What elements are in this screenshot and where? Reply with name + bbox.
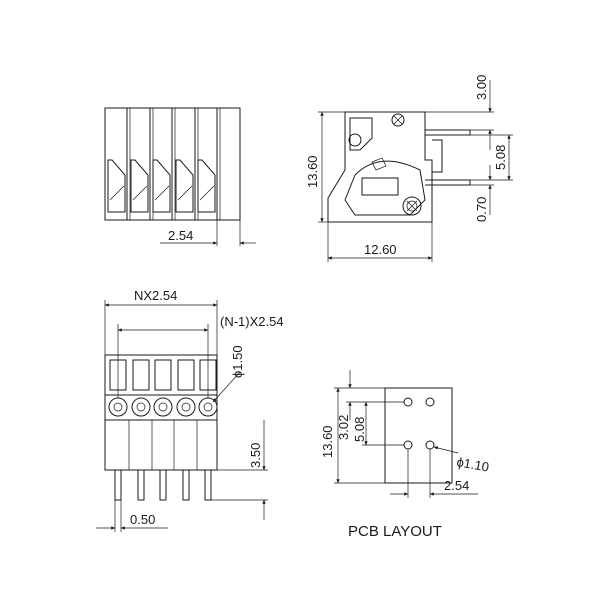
bottom-inner-label: (N-1)X2.54: [220, 314, 284, 329]
bottom-pin-length-dimension: 3.50: [211, 420, 268, 520]
pcb-spacing-label: 5.08: [352, 417, 367, 442]
side-width-label: 12.60: [364, 242, 397, 257]
bottom-pin-length-label: 3.50: [248, 443, 263, 468]
pcb-caption: PCB LAYOUT: [348, 523, 442, 540]
side-lever: [344, 160, 426, 216]
side-top-block: [349, 117, 373, 151]
pcb-outline: [384, 387, 453, 484]
side-spacing-dimension: 5.08: [470, 134, 513, 181]
bottom-holes: [108, 397, 218, 417]
side-body-outline: [327, 111, 433, 223]
side-screw-bottom: [402, 196, 422, 216]
side-wire-entry: [361, 177, 399, 196]
bottom-dividers: [128, 420, 198, 470]
bottom-hole-label: ϕ1.50: [230, 345, 245, 378]
pcb-hole-dimension: ϕ1.10: [433, 446, 490, 475]
bottom-slots: [109, 359, 217, 391]
front-pitch-label: 2.54: [168, 228, 193, 243]
side-view: 13.60 12.60 3.00 5.08 0.70: [305, 75, 513, 262]
bottom-total-dimension: NX2.54: [104, 288, 218, 355]
bottom-total-label: NX2.54: [134, 288, 177, 303]
side-pin-label: 0.70: [474, 197, 489, 222]
pcb-pitch-dimension: 2.54: [390, 449, 478, 498]
bottom-pin-width-dimension: 0.50: [96, 500, 168, 532]
side-latch: [371, 157, 387, 171]
front-levers: [107, 159, 216, 213]
side-small-hole: [348, 133, 362, 147]
pcb-spacing-dimension: 5.08: [352, 401, 404, 446]
bottom-inner-dimension: (N-1)X2.54: [117, 314, 284, 398]
pcb-holes: [403, 397, 435, 450]
side-width-dimension: 12.60: [327, 222, 433, 262]
pcb-pitch-label: 2.54: [444, 478, 469, 493]
pcb-hole-label: ϕ1.10: [455, 454, 490, 474]
pcb-height-dimension: 13.60: [320, 387, 385, 484]
side-screw-top: [391, 113, 405, 127]
side-pin-dimension: 0.70: [470, 165, 494, 222]
side-contact: [432, 139, 443, 173]
side-spacing-label: 5.08: [493, 145, 508, 170]
pcb-height-label: 13.60: [320, 425, 335, 458]
side-top-dimension: 3.00: [425, 75, 494, 150]
bottom-pin-width-label: 0.50: [130, 512, 155, 527]
side-pin-bottom: [425, 179, 471, 186]
side-height-label: 13.60: [305, 155, 320, 188]
pcb-offset-dimension: 3.02: [336, 370, 404, 440]
bottom-pins: [114, 469, 212, 501]
bottom-hole-dimension: ϕ1.50: [212, 345, 245, 403]
side-top-label: 3.00: [474, 75, 489, 100]
front-pitch-dimension: 2.54: [160, 220, 256, 246]
pcb-layout: 13.60 3.02 5.08 ϕ1.10 2.54 PCB LAYOUT: [320, 370, 490, 540]
side-pin-top: [425, 129, 471, 136]
front-view: 2.54: [104, 107, 256, 246]
pcb-offset-label: 3.02: [336, 415, 351, 440]
bottom-view: NX2.54 (N-1)X2.54 ϕ1.50 3.50 0.50: [96, 288, 284, 532]
side-height-dimension: 13.60: [305, 111, 345, 223]
